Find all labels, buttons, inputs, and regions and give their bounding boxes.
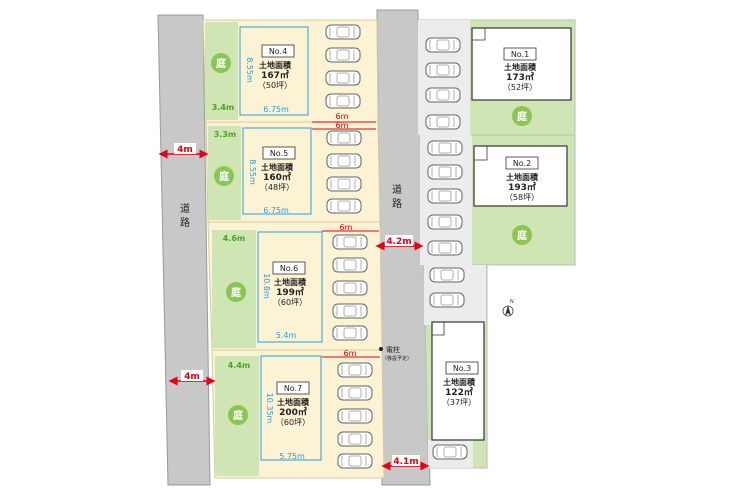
lot-no7-tsubo: （60坪）	[276, 418, 310, 427]
building-no5	[242, 127, 312, 215]
svg-text:4.2m: 4.2m	[386, 237, 411, 247]
lot-no5-area-label: 土地面積	[261, 162, 294, 172]
svg-text:庭: 庭	[219, 170, 230, 183]
lot-no5-number: No.5	[270, 149, 288, 158]
lot-no4-depth: 8.55m	[245, 57, 254, 83]
lot-no3-area: 122㎡	[445, 386, 473, 398]
svg-text:4m: 4m	[184, 372, 200, 382]
west-road	[157, 14, 211, 486]
lot-no2-tsubo: （58坪）	[505, 193, 539, 202]
lot-no6-tsubo: （60坪）	[273, 298, 307, 307]
lot-no1-area: 173㎡	[506, 71, 534, 83]
svg-text:N: N	[510, 299, 514, 305]
lot-no4-width: 6.75m	[263, 105, 289, 114]
road-width-west-top: 4m	[158, 143, 209, 159]
svg-text:路: 路	[180, 216, 190, 229]
lot-no6-area-label: 土地面積	[274, 277, 307, 287]
lot-no5-area: 160㎡	[263, 171, 291, 183]
svg-text:庭: 庭	[231, 286, 242, 299]
lot-no4-front: 6m	[336, 112, 349, 121]
svg-text:（移設予定）: （移設予定）	[382, 355, 412, 362]
lot-no6-width: 5.4m	[276, 331, 297, 340]
lot-no5-tsubo: （48坪）	[260, 183, 294, 192]
lot-no5-width: 6.75m	[263, 206, 289, 215]
garden-badge-no4: 庭	[211, 53, 231, 73]
house-no2	[473, 145, 568, 207]
lot-no5-depth: 8.55m	[248, 159, 257, 185]
lot-no7-yard: 4.4m	[228, 361, 251, 370]
garden-badge-no5: 庭	[214, 166, 234, 186]
lot-no4-yard: 3.4m	[212, 103, 235, 112]
lot-no7-area-label: 土地面積	[277, 397, 310, 407]
road-width-center-bottom: 4.1m	[381, 455, 430, 471]
svg-text:庭: 庭	[517, 110, 528, 123]
garden-badge-no2: 庭	[512, 225, 532, 245]
lot-no2-area-label: 土地面積	[506, 172, 539, 182]
garden-badge-no7: 庭	[228, 405, 248, 425]
lot-no3-area-label: 土地面積	[443, 377, 476, 387]
lot-no7-width: 5.75m	[279, 452, 305, 461]
lot-no6-depth: 10.8m	[262, 273, 271, 299]
west-road-label: 道 路	[180, 202, 190, 229]
road-width-west-bottom: 4m	[168, 370, 216, 386]
house-no3	[431, 321, 485, 441]
lot-no4-area: 167㎡	[261, 69, 289, 81]
building-no6	[257, 231, 323, 343]
utility-pole: 電柱 （移設予定）	[379, 345, 412, 362]
lot-no1-area-label: 土地面積	[504, 62, 537, 72]
svg-text:電柱: 電柱	[386, 345, 400, 354]
svg-text:庭: 庭	[517, 229, 528, 242]
garden-badge-no1: 庭	[512, 106, 532, 126]
garden-badge-no6: 庭	[226, 282, 246, 302]
compass-icon: N	[502, 299, 514, 317]
lot-no7-area: 200㎡	[279, 406, 307, 418]
building-no4	[239, 26, 309, 116]
svg-text:道: 道	[392, 183, 402, 196]
lot-no7-front: 6m	[344, 349, 357, 358]
svg-text:路: 路	[392, 197, 402, 210]
lot-no6-front: 6m	[340, 223, 353, 232]
lot-no2-area: 193㎡	[508, 181, 536, 193]
lot-no7-depth: 10.35m	[265, 393, 274, 424]
lot-no5-front: 6m	[336, 121, 349, 130]
lot-no4-tsubo: （50坪）	[258, 81, 292, 90]
lot-no6-number: No.6	[280, 264, 298, 273]
house-no1	[471, 27, 572, 101]
svg-text:4.1m: 4.1m	[393, 457, 418, 467]
lot-no2-number: No.2	[513, 159, 531, 168]
svg-text:4m: 4m	[177, 145, 193, 155]
center-road-label: 道 路	[392, 183, 402, 210]
building-no7	[260, 355, 322, 461]
lot-no7-number: No.7	[284, 384, 302, 393]
svg-text:庭: 庭	[233, 409, 244, 422]
road-width-center-mid: 4.2m	[375, 235, 424, 251]
lot-no4-number: No.4	[269, 47, 287, 56]
lot-no3-number: No.3	[453, 364, 471, 373]
lot-no6-yard: 4.6m	[223, 234, 246, 243]
lot-no6-area: 199㎡	[276, 286, 304, 298]
lot-no1-tsubo: （52坪）	[503, 83, 537, 92]
lot-no1-number: No.1	[511, 50, 529, 59]
lot-no4-area-label: 土地面積	[259, 60, 292, 70]
svg-text:道: 道	[180, 202, 190, 215]
lot-no3-tsubo: （37坪）	[442, 398, 476, 407]
lot-no5-yard: 3.3m	[214, 130, 237, 139]
svg-text:庭: 庭	[216, 57, 227, 70]
